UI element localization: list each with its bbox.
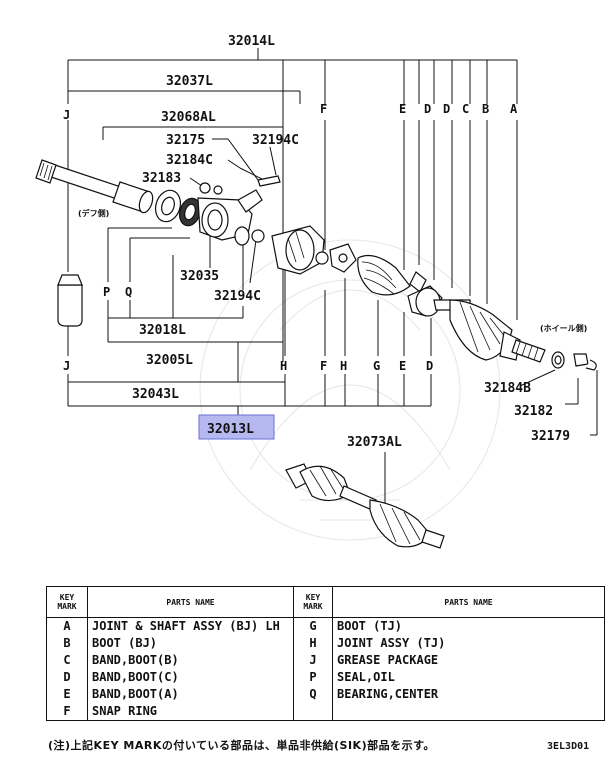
key-mark-cell	[293, 703, 333, 721]
label-32043L[interactable]: 32043L	[132, 387, 179, 402]
label-32014L[interactable]: 32014L	[228, 34, 275, 49]
key-mark-header-line1: KEY	[59, 593, 75, 602]
key-mark-cell: A	[63, 619, 71, 633]
key-mark-cell: G	[293, 617, 333, 635]
key-F-top: F	[320, 102, 327, 116]
key-mark-cell: C	[63, 653, 71, 667]
key-mark-cell: E	[63, 687, 71, 701]
diff-side-label: (デフ側)	[78, 208, 109, 218]
part-name-cell: BOOT (TJ)	[332, 617, 605, 635]
label-32194C-mid[interactable]: 32194C	[214, 289, 261, 304]
label-32035[interactable]: 32035	[180, 269, 219, 284]
bracket-lines	[67, 48, 598, 515]
label-32175[interactable]: 32175	[166, 133, 205, 148]
parts-name-header: PARTS NAME	[87, 586, 294, 618]
key-D-top-2: D	[443, 102, 450, 116]
alternate-shaft-assy	[285, 463, 445, 549]
label-32037L[interactable]: 32037L	[166, 74, 213, 89]
key-mark-cell: J	[293, 652, 333, 669]
key-H-bottom-1: H	[280, 359, 287, 373]
exploded-view-diagram: 32014L 32037L 32068AL 32018L 32005L 3204…	[35, 34, 598, 549]
label-32068AL[interactable]: 32068AL	[161, 110, 216, 125]
key-B-top: B	[482, 102, 489, 116]
key-mark-cell: D	[63, 670, 71, 684]
parts-name-header-2: PARTS NAME	[332, 586, 605, 618]
part-name-cell: BAND,BOOT(C)	[87, 669, 294, 686]
part-name-cell: SEAL,OIL	[332, 669, 605, 686]
key-mark-cell: B	[63, 636, 71, 650]
part-name-cell: BAND,BOOT(B)	[87, 652, 294, 669]
table-row: F SNAP RING	[47, 703, 605, 721]
key-G-bottom: G	[373, 359, 380, 373]
part-name-cell: GREASE PACKAGE	[332, 652, 605, 669]
key-mark-note: (注)上記KEY MARKの付いている部品は、単品非供給(SIK)部品を示す。	[48, 739, 436, 752]
key-D-top-1: D	[424, 102, 431, 116]
part-name-cell: BOOT (BJ)	[87, 635, 294, 652]
key-mark-cell: F	[63, 704, 71, 718]
grease-package	[57, 274, 83, 327]
key-E-bottom: E	[399, 359, 406, 373]
center-bearing	[154, 189, 202, 227]
part-name-cell: SNAP RING	[87, 703, 294, 721]
highlight-box	[198, 414, 275, 440]
hub-nut-washer-pin	[551, 351, 597, 371]
key-D-bottom: D	[426, 359, 433, 373]
key-E-top: E	[399, 102, 406, 116]
label-32013L-highlighted[interactable]: 32013L	[207, 422, 254, 437]
label-32073AL[interactable]: 32073AL	[347, 435, 402, 450]
key-mark-header-line2: MARK	[57, 602, 77, 611]
part-name-cell: JOINT ASSY (TJ)	[332, 635, 605, 652]
key-P: P	[103, 285, 110, 299]
label-32179[interactable]: 32179	[531, 429, 570, 444]
key-J-bottom: J	[63, 359, 70, 373]
tj-boot	[357, 255, 427, 296]
label-32183[interactable]: 32183	[142, 171, 181, 186]
key-Q: Q	[125, 285, 132, 299]
bj-joint-shaft	[407, 285, 546, 363]
part-name-cell	[332, 703, 605, 721]
key-mark-header2-line1: KEY	[305, 593, 321, 602]
key-F-bottom: F	[320, 359, 327, 373]
label-32018L[interactable]: 32018L	[139, 323, 186, 338]
wheel-side-label: (ホイール側)	[540, 323, 587, 333]
tj-joint-housing	[271, 225, 357, 275]
drawing-code: 3EL3D01	[547, 741, 590, 752]
part-name-cell: BEARING,CENTER	[332, 686, 605, 703]
label-32194C-top[interactable]: 32194C	[252, 133, 299, 148]
label-32182[interactable]: 32182	[514, 404, 553, 419]
key-A-top: A	[510, 102, 518, 116]
label-32184C[interactable]: 32184C	[166, 153, 213, 168]
key-mark-cell: P	[293, 669, 333, 686]
key-J-top: J	[63, 108, 70, 122]
part-name-cell: BAND,BOOT(A)	[87, 686, 294, 703]
intermediate-shaft	[35, 159, 154, 214]
label-32005L[interactable]: 32005L	[146, 353, 193, 368]
label-32184B[interactable]: 32184B	[484, 381, 531, 396]
key-mark-cell: H	[293, 635, 333, 652]
key-mark-header2-line2: MARK	[303, 602, 323, 611]
key-mark-cell: Q	[293, 686, 333, 703]
key-C-top: C	[462, 102, 469, 116]
bearing-bracket	[197, 175, 281, 246]
key-H-bottom-2: H	[340, 359, 347, 373]
part-name-cell: JOINT & SHAFT ASSY (BJ) LH	[87, 617, 294, 635]
